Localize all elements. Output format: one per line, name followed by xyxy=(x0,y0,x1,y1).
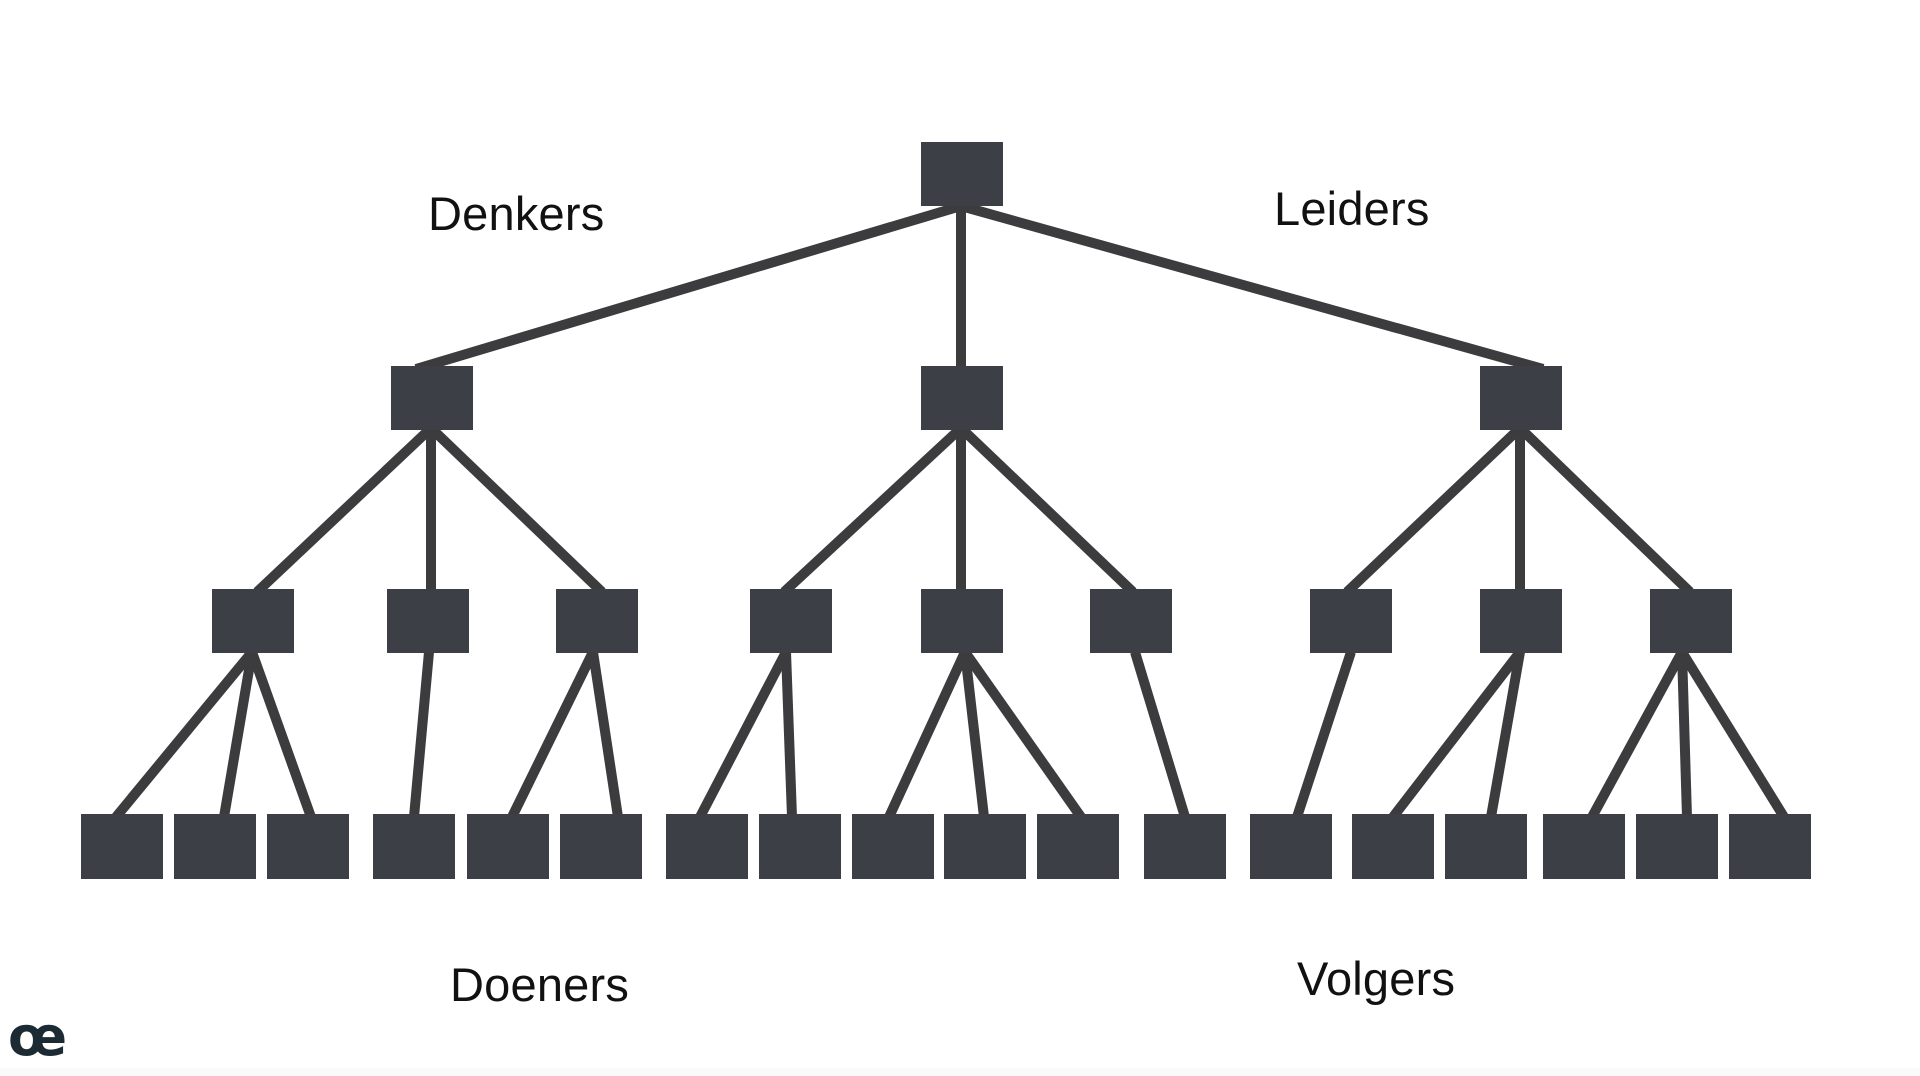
node-level2-2 xyxy=(387,589,469,653)
edge-15 xyxy=(247,650,316,819)
edge-3 xyxy=(959,201,1545,374)
node-level2-7 xyxy=(1310,589,1392,653)
node-level3-5 xyxy=(467,814,549,879)
edge-6 xyxy=(427,424,606,596)
edge-10 xyxy=(1343,424,1524,596)
edge-28 xyxy=(1587,649,1687,820)
node-level2-8 xyxy=(1480,589,1562,653)
node-level3-13 xyxy=(1250,814,1332,879)
node-level2-3 xyxy=(556,589,638,653)
node-level3-2 xyxy=(174,814,256,879)
edge-19 xyxy=(695,649,791,820)
node-root xyxy=(921,142,1003,206)
node-level3-1 xyxy=(81,814,163,879)
edge-23 xyxy=(960,649,1086,820)
edge-4 xyxy=(253,424,435,596)
edge-22 xyxy=(960,651,989,818)
node-level1-2 xyxy=(921,366,1003,430)
node-level2-4 xyxy=(750,589,832,653)
node-level2-1 xyxy=(212,589,294,653)
node-level2-9 xyxy=(1650,589,1732,653)
bottom-strip xyxy=(0,1068,1920,1076)
node-level3-12 xyxy=(1144,814,1226,879)
node-level3-4 xyxy=(373,814,455,879)
edge-27 xyxy=(1486,651,1525,818)
edge-1 xyxy=(414,201,963,374)
node-level3-6 xyxy=(560,814,642,879)
oe-logo-icon: œ xyxy=(8,1005,67,1068)
edge-26 xyxy=(1389,648,1524,821)
node-level1-1 xyxy=(391,366,473,430)
node-level3-18 xyxy=(1729,814,1811,879)
label-leiders: Leiders xyxy=(1274,182,1430,235)
edge-9 xyxy=(957,424,1137,596)
edge-18 xyxy=(588,651,623,818)
node-level3-11 xyxy=(1037,814,1119,879)
node-level3-9 xyxy=(852,814,934,879)
edge-12 xyxy=(1516,424,1694,596)
node-level3-15 xyxy=(1445,814,1527,879)
edge-17 xyxy=(507,649,598,820)
label-volgers: Volgers xyxy=(1297,952,1456,1005)
edge-20 xyxy=(781,651,797,818)
node-level3-10 xyxy=(944,814,1026,879)
edge-29 xyxy=(1677,651,1692,818)
node-level3-3 xyxy=(267,814,349,879)
edge-24 xyxy=(1130,650,1190,819)
edge-7 xyxy=(780,424,965,596)
edge-25 xyxy=(1292,650,1356,819)
node-level3-16 xyxy=(1543,814,1625,879)
node-level3-17 xyxy=(1636,814,1718,879)
label-doeners: Doeners xyxy=(450,958,630,1011)
node-level3-14 xyxy=(1352,814,1434,879)
edge-30 xyxy=(1677,649,1789,820)
node-level1-3 xyxy=(1480,366,1562,430)
node-level3-8 xyxy=(759,814,841,879)
edge-13 xyxy=(112,648,256,821)
label-denkers: Denkers xyxy=(428,187,605,240)
node-level2-6 xyxy=(1090,589,1172,653)
edges-group xyxy=(112,201,1789,821)
edge-16 xyxy=(409,651,434,818)
edge-21 xyxy=(884,649,970,820)
edge-14 xyxy=(219,651,257,818)
node-level2-5 xyxy=(921,589,1003,653)
node-level3-7 xyxy=(666,814,748,879)
nodes-group xyxy=(81,142,1811,879)
